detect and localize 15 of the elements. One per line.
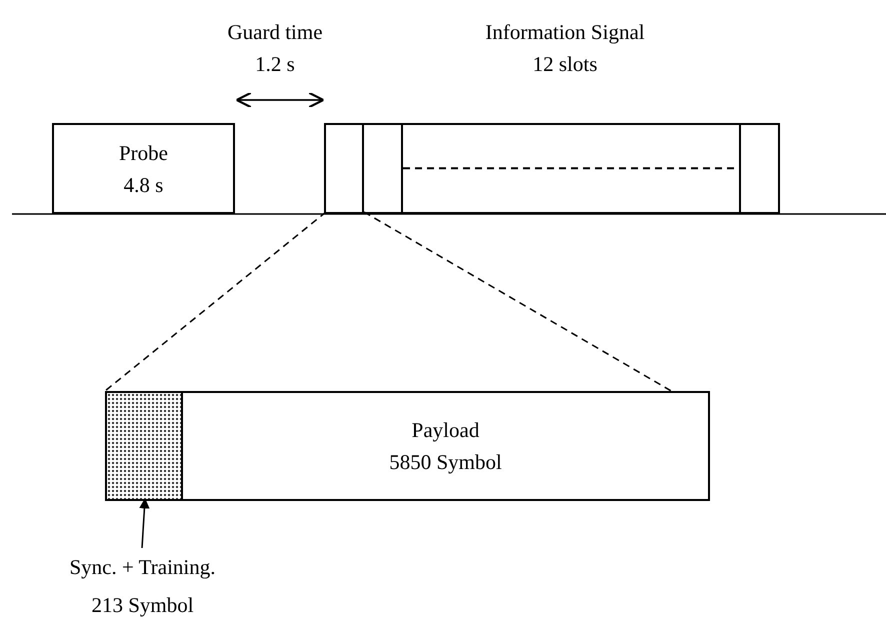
label: Information Signal: [485, 19, 645, 46]
label: Guard time: [227, 19, 323, 46]
zoom-line: [364, 211, 672, 392]
label: 1.2 s: [255, 51, 295, 78]
box-title: Payload: [410, 417, 480, 444]
sync-block: [107, 393, 183, 499]
box-title: Probe: [118, 140, 169, 166]
box-subtitle: 4.8 s: [122, 172, 164, 198]
box-subtitle: 5850 Symbol: [388, 449, 503, 476]
probe-box: [52, 123, 235, 214]
frame-box: [105, 391, 710, 501]
signal-frame: [324, 123, 780, 214]
annotation-text: Sync. + Training. 213 Symbol: [68, 554, 217, 619]
zoom-line: [104, 211, 326, 392]
label: 12 slots: [532, 51, 598, 78]
